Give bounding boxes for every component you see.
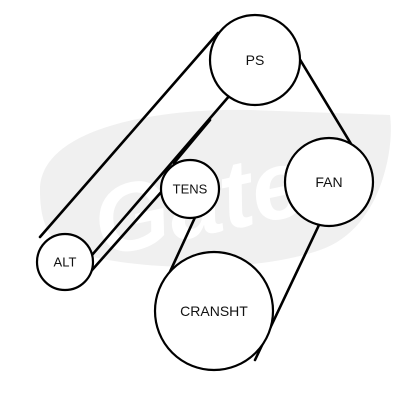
belt-segment-alt-ps-outer bbox=[38, 31, 220, 239]
pulley-cranksht-label: CRANSHT bbox=[180, 303, 248, 319]
pulley-alt-circle bbox=[35, 232, 95, 292]
pulley-ps-circle bbox=[208, 13, 302, 107]
belt-segment-tens-upper bbox=[172, 118, 212, 165]
belt-segment-tens-alt-lower bbox=[83, 188, 165, 280]
pulley-ps: PS bbox=[208, 13, 302, 107]
pulley-fan: FAN bbox=[283, 136, 375, 228]
pulley-tens: TENS bbox=[159, 158, 221, 220]
pulley-ps-label: PS bbox=[246, 52, 265, 68]
pulley-tens-label: TENS bbox=[173, 182, 208, 197]
pulley-alt: ALT bbox=[35, 232, 95, 292]
pulley-alt-label: ALT bbox=[54, 255, 77, 270]
belt-segment-alt-ps-inner bbox=[84, 78, 245, 264]
pulley-cranksht: CRANSHT bbox=[153, 250, 275, 372]
pulley-fan-label: FAN bbox=[315, 174, 342, 190]
pulley-fan-circle bbox=[283, 136, 375, 228]
pulley-tens-circle bbox=[159, 158, 221, 220]
pulley-cranksht-circle bbox=[153, 250, 275, 372]
